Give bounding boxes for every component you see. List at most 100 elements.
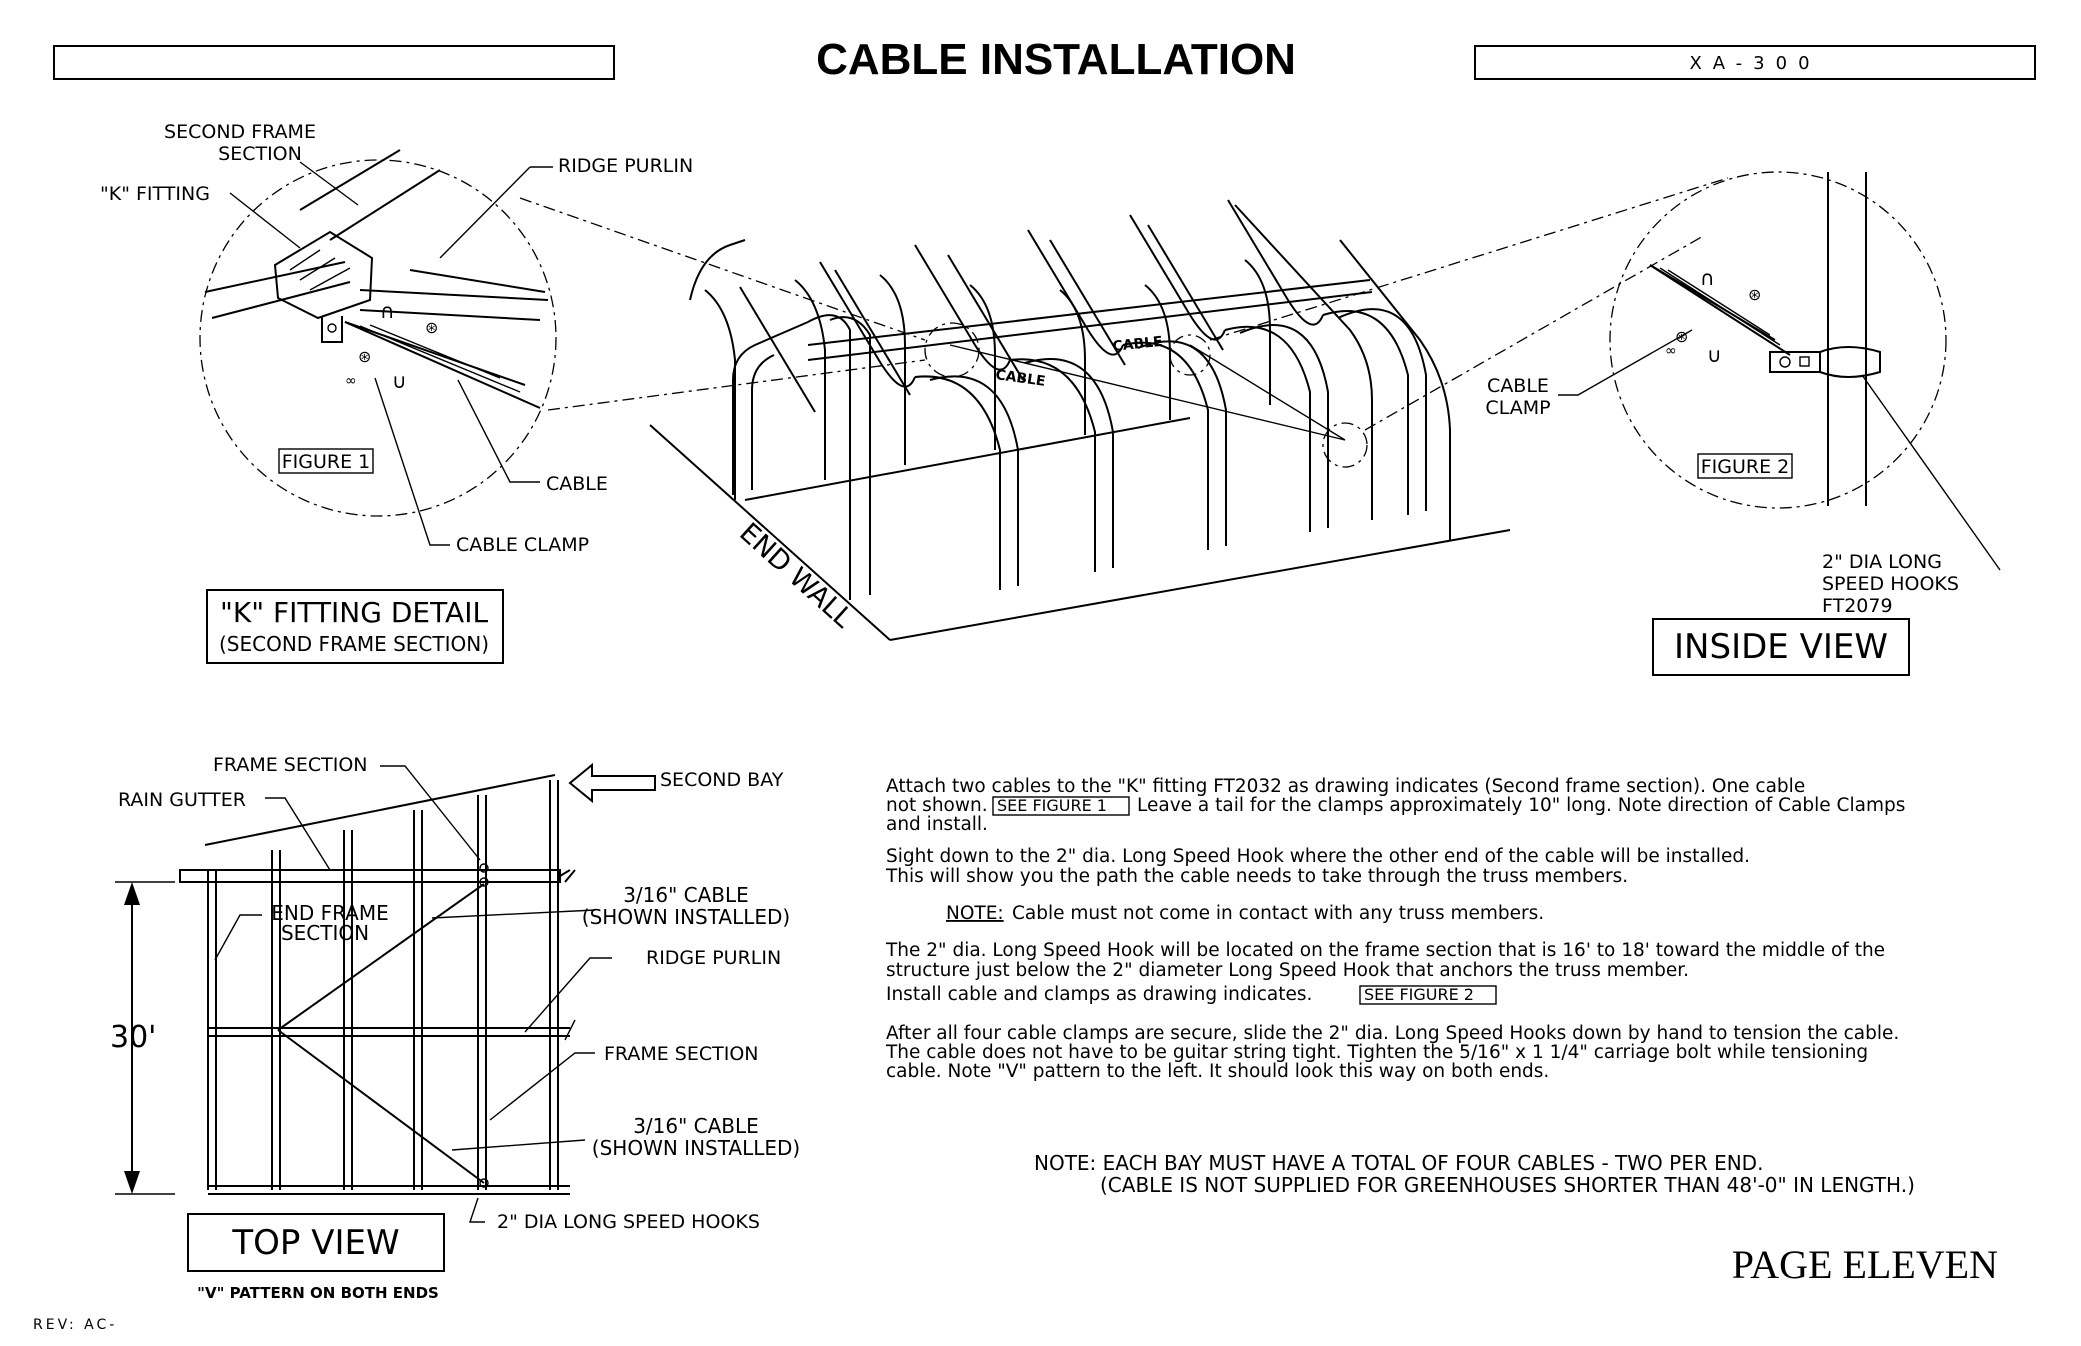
bottom-note-line1: NOTE: EACH BAY MUST HAVE A TOTAL OF FOUR… — [1034, 1151, 1763, 1175]
arch-rear-rafter — [739, 286, 816, 413]
arch-rafter — [1027, 229, 1124, 356]
instr-p1-l1: Attach two cables to the "K" fitting FT2… — [886, 776, 1805, 797]
frame-section-mid-label: FRAME SECTION — [604, 1043, 759, 1065]
cable-b-label-line2: (SHOWN INSTALLED) — [592, 1136, 800, 1160]
ridge-purlin-top-label: RIDGE PURLIN — [646, 947, 781, 969]
svg-text:∩: ∩ — [380, 299, 395, 323]
arch-rafter — [1129, 214, 1226, 341]
page-title: CABLE INSTALLATION — [816, 35, 1296, 84]
arch-post-inner — [1137, 340, 1227, 546]
instr-p1-l2a: not shown. — [886, 795, 988, 816]
label-k-fitting: "K" FITTING — [100, 183, 210, 205]
instr-p2-l2: This will show you the path the cable ne… — [885, 866, 1628, 887]
arch-rear-rafter — [834, 269, 911, 396]
figure-1-detail: ∩ ⊛ ⊛ ∪ ∞ SECOND FRAME SECTION "K" FITTI… — [100, 121, 693, 556]
label-cable-clamp-fig2-line1: CABLE — [1487, 375, 1549, 397]
label-ridge-purlin: RIDGE PURLIN — [558, 155, 693, 177]
end-frame-label-line2: SECTION — [281, 921, 369, 945]
svg-text:∩: ∩ — [1700, 266, 1715, 290]
rear-post — [969, 284, 996, 450]
label-hook-line2: SPEED HOOKS — [1822, 573, 1959, 595]
instr-note-label: NOTE: — [946, 903, 1004, 924]
inside-cable-label-1: CABLE — [994, 367, 1046, 390]
instr-p1-l3: and install. — [886, 814, 988, 835]
arch-post-inner — [1024, 358, 1114, 568]
instr-p1-l2b: Leave a tail for the clamps approximatel… — [1137, 795, 1905, 816]
detail-circle-1 — [199, 159, 557, 517]
arch-post-inner — [1239, 324, 1329, 528]
inside-cable-label-2: CABLE — [1112, 334, 1164, 355]
end-wall-label: END WALL — [733, 517, 858, 634]
arch-post — [914, 375, 1001, 590]
k-fitting-detail-title: "K" FITTING DETAIL — [220, 596, 488, 629]
instructions: Attach two cables to the "K" fitting FT2… — [885, 776, 1915, 1197]
cable-b-label-line1: 3/16" CABLE — [633, 1114, 759, 1138]
label-second-frame-section: SECTION — [218, 143, 302, 165]
svg-text:∪: ∪ — [1707, 343, 1722, 367]
svg-text:⊛: ⊛ — [425, 318, 438, 337]
arch-post — [1224, 325, 1311, 532]
top-frame-section-label: FRAME SECTION — [213, 754, 368, 776]
instr-note-text: Cable must not come in contact with any … — [1012, 903, 1544, 924]
svg-text:∞: ∞ — [345, 373, 357, 389]
end-wall-arch — [689, 239, 746, 301]
inside-view-box: INSIDE VIEW — [1652, 618, 1910, 676]
figure-2-tag: FIGURE 2 — [1701, 456, 1790, 478]
inside-view-drawing: CABLE CABLE END WALL — [519, 177, 1729, 641]
title-box-left — [53, 45, 615, 80]
label-hook-line1: 2" DIA LONG — [1822, 551, 1942, 573]
second-bay-label: SECOND BAY — [660, 769, 784, 791]
label-cable: CABLE — [546, 473, 608, 495]
far-arch-2 — [1234, 204, 1373, 520]
top-view-drawing: FRAME SECTION SECOND BAY RAIN GUTTER 3/1… — [110, 754, 800, 1233]
svg-text:∞: ∞ — [1665, 343, 1677, 359]
arch-rafter — [914, 244, 1011, 371]
arch-post — [1009, 358, 1096, 572]
instr-p4-l1: After all four cable clamps are secure, … — [886, 1023, 1899, 1044]
k-fitting-detail-box: "K" FITTING DETAIL (SECOND FRAME SECTION… — [206, 589, 504, 664]
top-view-box: TOP VIEW "V" PATTERN ON BOTH ENDS — [187, 1213, 445, 1302]
top-view-title: TOP VIEW — [231, 1223, 399, 1263]
hooks-label: 2" DIA LONG SPEED HOOKS — [497, 1211, 760, 1233]
arch-rafter — [819, 261, 916, 388]
rear-post — [879, 274, 906, 465]
instr-p3-ref: SEE FIGURE 2 — [1364, 985, 1474, 1004]
instr-p3-l2: structure just below the 2" diameter Lon… — [886, 960, 1689, 981]
svg-text:⊛: ⊛ — [358, 347, 371, 366]
instr-p3-l3a: Install cable and clamps as drawing indi… — [886, 984, 1312, 1005]
arch-rafter — [1227, 199, 1324, 326]
cable-a-label-line2: (SHOWN INSTALLED) — [582, 905, 790, 929]
arch-rear-rafter — [1147, 224, 1224, 351]
arch-post-inner — [929, 375, 1019, 586]
svg-text:∪: ∪ — [392, 369, 407, 393]
v-pattern-note: "V" PATTERN ON BOTH ENDS — [197, 1284, 439, 1302]
detail-circle-2 — [1609, 171, 1947, 509]
model-box — [1474, 45, 2036, 80]
rear-post — [1059, 289, 1086, 435]
arch-rear-rafter — [1049, 239, 1126, 366]
k-fitting-detail-subtitle: (SECOND FRAME SECTION) — [219, 632, 489, 656]
label-cable-clamp: CABLE CLAMP — [456, 534, 589, 556]
figure-2-detail: ∩ ⊛ ⊛ ∪ ∞ CABLE CLAMP FIGURE 2 2" DIA LO… — [1485, 171, 2001, 617]
instr-p4-l3: cable. Note "V" pattern to the left. It … — [886, 1061, 1549, 1082]
rear-post — [704, 289, 736, 500]
page-number: PAGE ELEVEN — [1732, 1242, 1998, 1287]
arch-post-inner — [1337, 308, 1427, 511]
label-cable-clamp-fig2-line2: CLAMP — [1485, 397, 1550, 419]
svg-text:⊛: ⊛ — [1748, 285, 1761, 304]
arch-post — [1122, 341, 1209, 550]
instr-p3-l1: The 2" dia. Long Speed Hook will be loca… — [885, 940, 1885, 961]
arch-post — [1322, 310, 1409, 515]
model-number: XA-300 — [1689, 53, 1820, 74]
end-frame-label-line1: END FRAME — [271, 901, 389, 925]
rear-post — [1244, 259, 1271, 405]
instr-p2-l1: Sight down to the 2" dia. Long Speed Hoo… — [886, 846, 1750, 867]
label-hook-part-number: FT2079 — [1822, 595, 1893, 617]
far-arch — [1339, 239, 1451, 540]
rain-gutter-label: RAIN GUTTER — [118, 789, 246, 811]
instr-p4-l2: The cable does not have to be guitar str… — [885, 1042, 1868, 1063]
rear-post — [794, 279, 826, 480]
revision-label: REV: AC- — [33, 1317, 117, 1333]
label-second-frame: SECOND FRAME — [164, 121, 316, 143]
